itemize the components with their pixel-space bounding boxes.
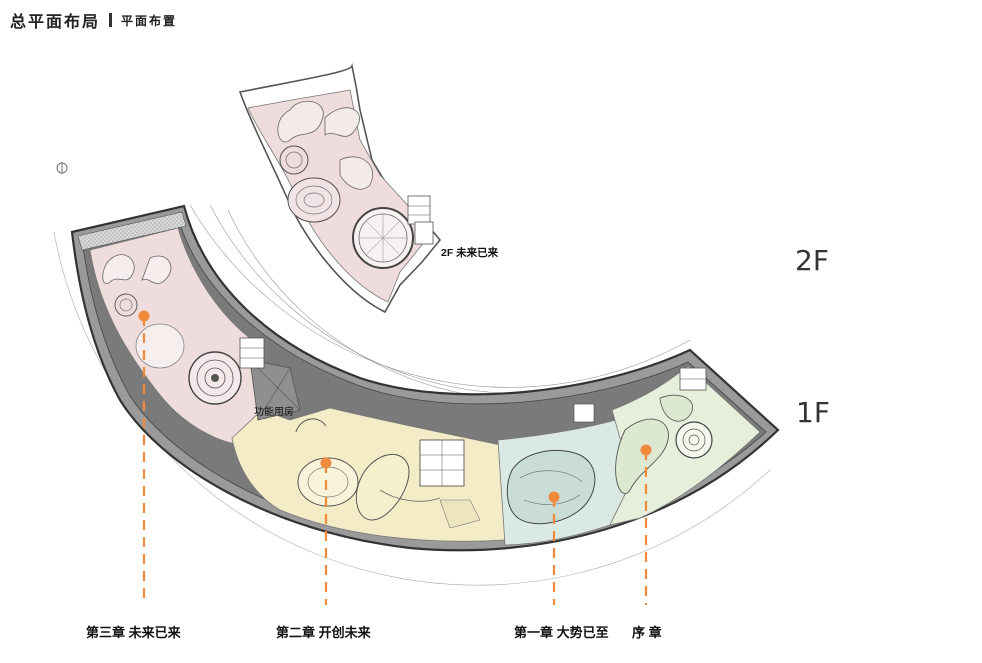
chapter-marker-prologue [640,444,652,605]
north-arrow-icon [56,162,68,174]
chapter-label-1: 第一章 大势已至 [514,625,609,640]
floor-label-2f: 2F [795,244,829,277]
floor2-zone-label: 2F 未来已来 [441,246,499,259]
chapter-label-3: 第三章 未来已来 [86,625,181,640]
chapter-label-2: 第二章 开创未来 [276,625,371,640]
chapter-marker-1 [548,491,560,605]
page-title: 总平面布局 [10,14,101,31]
floor-label-1f: 1F [796,396,830,429]
chapter-marker-2 [320,457,332,605]
title-separator [109,13,113,27]
chapter-label-prologue: 序 章 [632,625,662,640]
floor-1-plan: 功能用房 [53,204,780,586]
chapter-markers [138,310,652,605]
chapter-marker-3 [138,310,150,605]
function-room-label: 功能用房 [254,405,294,418]
page-header: 总平面布局 平面布置 [10,8,177,32]
floor-2-plan: 2F 未来已来 [238,62,499,314]
page-subtitle: 平面布置 [121,13,178,28]
